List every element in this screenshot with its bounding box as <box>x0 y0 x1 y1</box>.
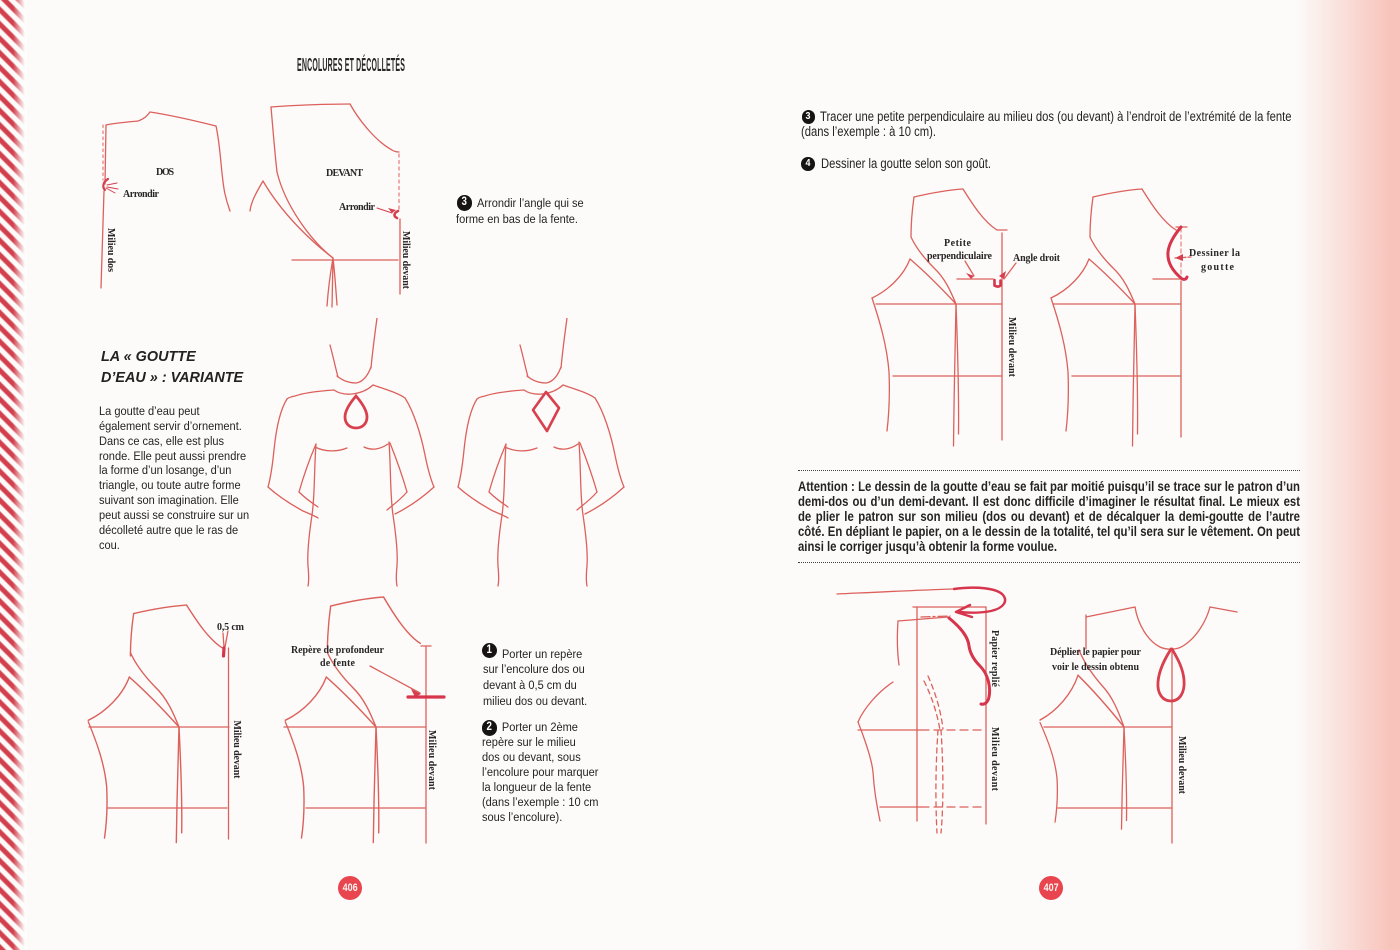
svg-text:Petite: Petite <box>944 238 972 249</box>
svg-text:Milieu devant: Milieu devant <box>426 730 437 791</box>
svg-text:Milieu devant: Milieu devant <box>231 721 242 780</box>
svg-text:DEVANT: DEVANT <box>326 168 363 179</box>
svg-text:Papier replié: Papier replié <box>989 630 1000 688</box>
svg-text:Dessiner la: Dessiner la <box>1189 248 1240 259</box>
svg-text:perpendiculaire: perpendiculaire <box>927 251 993 262</box>
svg-text:Milieu devant: Milieu devant <box>989 727 1000 792</box>
svg-text:Angle droit: Angle droit <box>1013 253 1061 264</box>
svg-text:0,5 cm: 0,5 cm <box>217 622 245 633</box>
svg-text:DOS: DOS <box>156 167 174 178</box>
svg-text:goutte: goutte <box>1201 262 1235 273</box>
svg-text:Arrondir: Arrondir <box>123 189 160 200</box>
svg-text:Repère de profondeur: Repère de profondeur <box>291 645 385 656</box>
svg-text:Milieu devant: Milieu devant <box>1006 317 1017 378</box>
svg-text:de fente: de fente <box>320 658 356 669</box>
svg-text:Arrondir: Arrondir <box>339 202 376 213</box>
svg-text:Milieu dos: Milieu dos <box>105 228 116 272</box>
svg-text:voir le dessin obtenu: voir le dessin obtenu <box>1052 662 1139 673</box>
svg-text:Milieu devant: Milieu devant <box>400 231 411 290</box>
svg-text:Déplier le papier pour: Déplier le papier pour <box>1050 647 1142 658</box>
svg-text:Milieu devant: Milieu devant <box>1176 736 1187 795</box>
